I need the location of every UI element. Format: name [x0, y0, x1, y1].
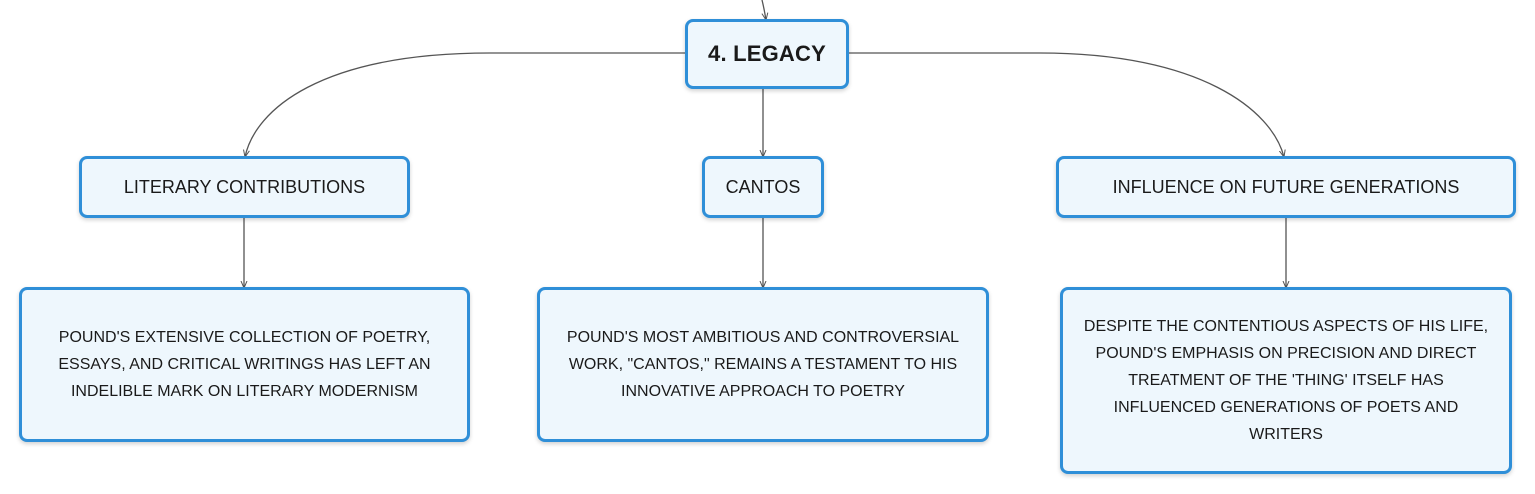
root-topic[interactable]: 4. LEGACY — [685, 19, 849, 89]
detail-cantos[interactable]: POUND'S MOST AMBITIOUS AND CONTROVERSIAL… — [537, 287, 989, 442]
detail-literary-contributions[interactable]: POUND'S EXTENSIVE COLLECTION OF POETRY, … — [19, 287, 470, 442]
branch-influence-on-future-generations[interactable]: INFLUENCE ON FUTURE GENERATIONS — [1056, 156, 1516, 218]
connector-root-to-influence — [848, 52, 1284, 157]
detail-influence-on-future-generations[interactable]: DESPITE THE CONTENTIOUS ASPECTS OF HIS L… — [1060, 287, 1512, 474]
connector-parent-to-root — [761, 0, 766, 20]
branch-cantos[interactable]: CANTOS — [702, 156, 824, 218]
branch-literary-contributions[interactable]: LITERARY CONTRIBUTIONS — [79, 156, 410, 218]
connector-root-to-literary — [245, 52, 686, 157]
